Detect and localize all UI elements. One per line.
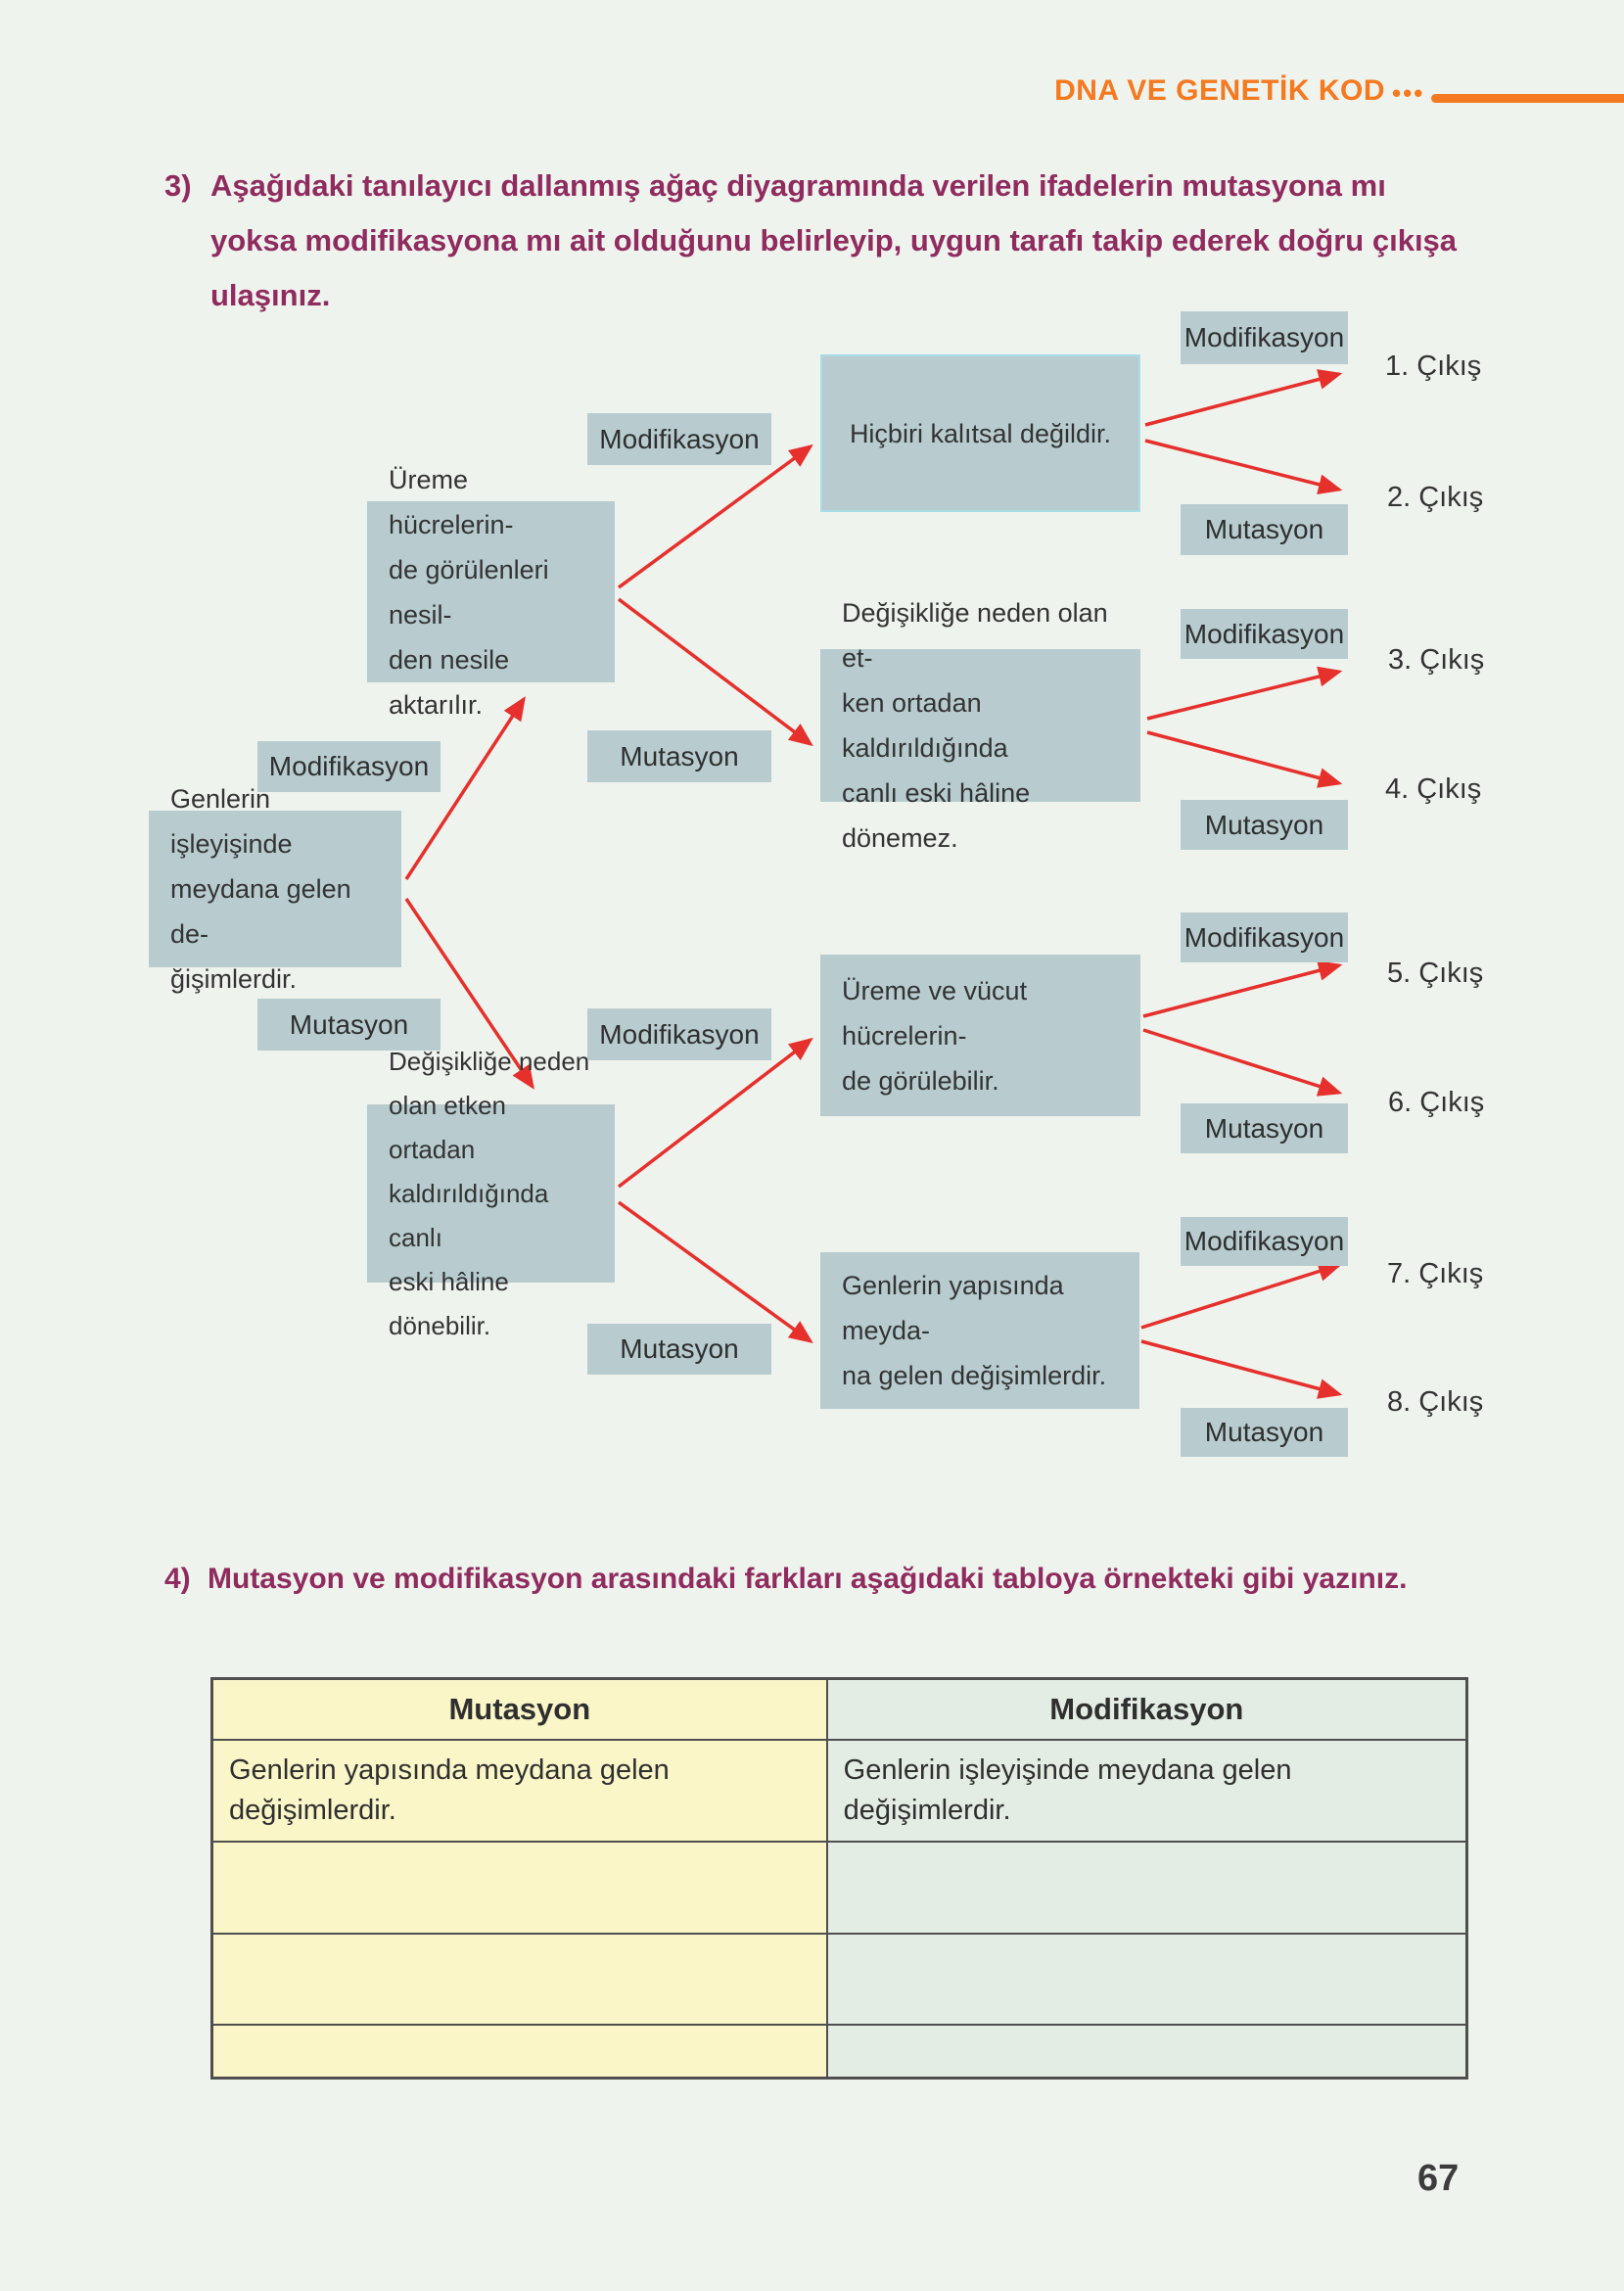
label-mutasyon-root: Mutasyon: [257, 999, 441, 1051]
label-mutasyon-branch1: Mutasyon: [587, 730, 771, 782]
comparison-table: Mutasyon Modifikasyon Genlerin yapısında…: [210, 1677, 1468, 2080]
label-mutasyon-exit4: Mutasyon: [1181, 800, 1348, 850]
statement-box-level2-bottom: Değişikliğe neden olan etken ortadan kal…: [367, 1047, 615, 1340]
question-3-text: Aşağıdaki tanılayıcı dallanmış ağaç diya…: [210, 168, 1458, 312]
exit-7: 7. Çıkış: [1387, 1258, 1484, 1289]
exit-3: 3. Çıkış: [1388, 644, 1485, 676]
table-row: Genlerin yapısında meydana gelen değişim…: [210, 1738, 1468, 1843]
page-number: 67: [1417, 2158, 1460, 2199]
table-cell: Genlerin işleyişinde meydana gelen değiş…: [825, 1738, 1468, 1843]
root-statement-box: Genlerin işleyişinde meydana gelen de- ğ…: [149, 784, 401, 994]
question-4-text: Mutasyon ve modifikasyon arasındaki fark…: [208, 1563, 1408, 1595]
statement-box-donemez: Değişikliğe neden olan et- ken ortadan k…: [820, 598, 1140, 853]
table-header-mutasyon: Mutasyon: [210, 1677, 828, 1741]
table-cell-empty[interactable]: [825, 2023, 1468, 2080]
statement-box-ureme-vucut: Üreme ve vücut hücrelerin- de görülebili…: [820, 955, 1140, 1116]
header-dots-icon: •••: [1392, 78, 1425, 108]
question-3: 3) Aşağıdaki tanılayıcı dallanmış ağaç d…: [164, 159, 1476, 323]
question-4: 4) Mutasyon ve modifikasyon arasındaki f…: [164, 1560, 1594, 1599]
label-mutasyon-exit2: Mutasyon: [1181, 504, 1348, 555]
page-title: DNA VE GENETİK KOD: [1054, 74, 1385, 107]
label-mutasyon-exit6: Mutasyon: [1181, 1103, 1348, 1153]
exit-2: 2. Çıkış: [1387, 482, 1484, 513]
table-header-modifikasyon: Modifikasyon: [825, 1677, 1468, 1741]
table-cell: Genlerin yapısında meydana gelen değişim…: [210, 1738, 828, 1843]
table-cell-empty[interactable]: [825, 1840, 1468, 1935]
label-mutasyon-branch2: Mutasyon: [587, 1324, 771, 1375]
table-cell-empty[interactable]: [210, 1932, 828, 2026]
exit-8: 8. Çıkış: [1387, 1386, 1484, 1418]
statement-box-hicbiri: Hiçbiri kalıtsal değildir.: [820, 354, 1140, 512]
label-modifikasyon-exit5: Modifikasyon: [1181, 912, 1348, 962]
exit-1: 1. Çıkış: [1385, 351, 1482, 382]
table-row: [210, 1932, 1468, 2026]
label-modifikasyon-exit7: Modifikasyon: [1181, 1217, 1348, 1266]
label-modifikasyon-root: Modifikasyon: [257, 741, 441, 792]
exit-4: 4. Çıkış: [1385, 773, 1482, 805]
table-row: [210, 2023, 1468, 2080]
question-4-number: 4): [164, 1563, 191, 1595]
label-modifikasyon-branch1: Modifikasyon: [587, 413, 771, 465]
label-modifikasyon-exit3: Modifikasyon: [1181, 609, 1348, 659]
label-mutasyon-exit8: Mutasyon: [1181, 1408, 1348, 1457]
table-row: [210, 1840, 1468, 1935]
label-modifikasyon-exit1: Modifikasyon: [1181, 311, 1348, 364]
table-cell-empty[interactable]: [210, 1840, 828, 1935]
table-cell-empty[interactable]: [210, 2023, 828, 2080]
exit-6: 6. Çıkış: [1388, 1087, 1485, 1118]
question-3-number: 3): [164, 168, 192, 203]
statement-box-gen-yapisi: Genlerin yapısında meyda- na gelen değiş…: [820, 1252, 1139, 1409]
table-header-row: Mutasyon Modifikasyon: [210, 1677, 1468, 1741]
label-modifikasyon-branch2: Modifikasyon: [587, 1008, 771, 1060]
exit-5: 5. Çıkış: [1387, 958, 1484, 989]
table-cell-empty[interactable]: [825, 1932, 1468, 2026]
header-rule: [1431, 94, 1624, 103]
statement-box-level2-top: Üreme hücrelerin- de görülenleri nesil- …: [367, 465, 615, 720]
